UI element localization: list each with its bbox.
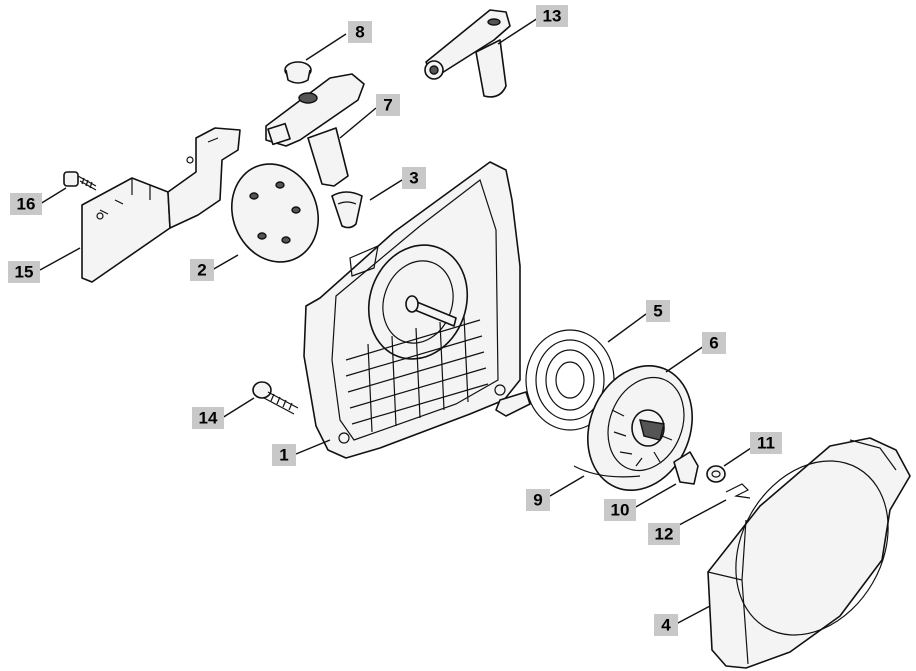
- part-3-guide: [331, 191, 363, 229]
- leader-10: [633, 483, 677, 509]
- leader-11: [723, 445, 755, 467]
- part-4-fan-cover: [707, 437, 911, 669]
- callout-13-label: 13: [543, 7, 562, 26]
- callout-1-label: 1: [279, 446, 288, 465]
- callout-9-label: 9: [533, 491, 542, 510]
- callout-13: 13: [536, 5, 568, 27]
- callout-5-label: 5: [653, 302, 662, 321]
- callout-1: 1: [272, 444, 296, 466]
- callout-14-label: 14: [199, 409, 218, 428]
- part-14-screw: [252, 381, 299, 415]
- part-6-rope-rotor: [587, 364, 693, 492]
- leader-3: [369, 179, 403, 201]
- part-1-fan-housing: [303, 161, 521, 459]
- part-2-disc: [230, 163, 320, 263]
- callout-14: 14: [192, 407, 224, 429]
- leader-9: [549, 475, 585, 497]
- callout-15: 15: [8, 261, 40, 283]
- part-7-handle: [265, 73, 365, 187]
- part-5-spring: [495, 329, 615, 431]
- callout-2-label: 2: [197, 261, 206, 280]
- part-15-cover-plate: [81, 127, 241, 283]
- callout-9: 9: [526, 489, 550, 511]
- part-10-pawl: [673, 451, 699, 485]
- leader-14: [221, 397, 255, 419]
- callout-3: 3: [402, 167, 426, 189]
- leader-4: [675, 605, 711, 625]
- leader-lines: [39, 17, 755, 625]
- leader-5: [607, 313, 647, 343]
- leader-13: [497, 17, 539, 45]
- callout-11: 11: [750, 432, 782, 454]
- part-11-washer: [706, 465, 726, 483]
- callout-4-label: 4: [661, 616, 671, 635]
- part-8-cap: [284, 61, 312, 84]
- leader-2: [211, 254, 239, 271]
- callout-10: 10: [604, 499, 636, 521]
- callout-4: 4: [654, 614, 678, 636]
- part-9-rope: [573, 465, 641, 478]
- part-16-screw: [63, 171, 97, 191]
- callout-7-label: 7: [383, 96, 392, 115]
- leader-15: [39, 247, 81, 271]
- callout-6-label: 6: [709, 334, 718, 353]
- callout-11-label: 11: [757, 434, 775, 453]
- leader-1: [295, 439, 331, 455]
- callout-6: 6: [702, 332, 726, 354]
- leader-6: [665, 345, 705, 373]
- callout-16-label: 16: [17, 195, 36, 214]
- callout-5: 5: [646, 300, 670, 322]
- callout-16: 16: [10, 193, 42, 215]
- leader-16: [39, 187, 67, 205]
- part-13-handle: [424, 9, 511, 98]
- callout-12: 12: [648, 523, 680, 545]
- callout-10-label: 10: [611, 501, 630, 520]
- callout-8-label: 8: [355, 23, 364, 42]
- callout-3-label: 3: [409, 169, 418, 188]
- leader-8: [305, 33, 347, 61]
- part-12-clip: [725, 483, 751, 499]
- callout-12-label: 12: [655, 525, 674, 544]
- callout-7: 7: [376, 94, 400, 116]
- callout-8: 8: [348, 21, 372, 43]
- callout-2: 2: [190, 259, 214, 281]
- leader-7: [339, 107, 377, 139]
- callout-15-label: 15: [15, 263, 34, 282]
